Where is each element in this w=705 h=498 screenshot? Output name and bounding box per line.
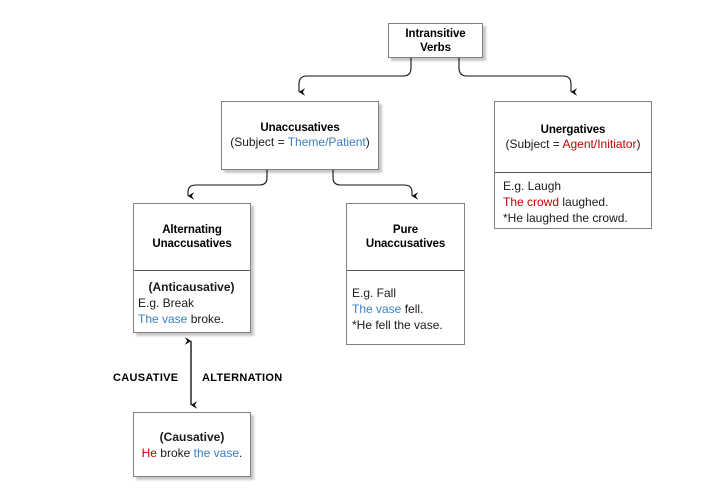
- node-intransitive-verbs-head: Intransitive Verbs: [389, 24, 482, 57]
- node-unergatives-example-2-rest: laughed.: [559, 194, 609, 209]
- node-unaccusatives-subject: (Subject = Theme/Patient): [230, 135, 370, 150]
- node-causative-sentence-subject: He: [141, 445, 157, 460]
- node-unergatives-example-3: *He laughed the crowd.: [503, 210, 628, 225]
- node-alternating-unaccusatives-example-2-arg: The vase: [138, 311, 188, 326]
- node-unergatives-head: Unergatives (Subject = Agent/Initiator): [495, 102, 651, 172]
- node-unergatives-example-2: The crowd laughed.: [503, 194, 608, 210]
- node-pure-unaccusatives-example-2-arg: The vase: [352, 301, 402, 316]
- node-unergatives-example-2-arg: The crowd: [503, 194, 560, 209]
- node-causative-sentence-verb: broke: [156, 445, 194, 460]
- node-unergatives-subject-prefix: (Subject =: [505, 136, 563, 151]
- node-unaccusatives-subject-prefix: (Subject =: [230, 135, 288, 149]
- node-causative[interactable]: (Causative) He broke the vase.: [133, 412, 251, 477]
- node-unaccusatives-subject-suffix: ): [365, 135, 370, 149]
- edge-label-alternation: ALTERNATION: [202, 372, 283, 384]
- node-causative-label: (Causative): [159, 429, 225, 444]
- node-pure-unaccusatives-head: Pure Unaccusatives: [347, 204, 464, 270]
- node-pure-unaccusatives[interactable]: Pure Unaccusatives E.g. Fall The vase fe…: [346, 203, 465, 345]
- node-pure-unaccusatives-examples: E.g. Fall The vase fell. *He fell the va…: [347, 270, 464, 346]
- node-causative-sentence: He broke the vase.: [142, 445, 243, 461]
- node-causative-body: (Causative) He broke the vase.: [134, 413, 250, 476]
- node-intransitive-verbs[interactable]: Intransitive Verbs: [388, 23, 483, 58]
- node-alternating-unaccusatives-title-line-1: Alternating: [162, 224, 222, 236]
- node-unaccusatives-head: Unaccusatives (Subject = Theme/Patient): [222, 102, 378, 169]
- edge-label-causative: CAUSATIVE: [113, 372, 179, 384]
- node-alternating-unaccusatives-title-line-2: Unaccusatives: [152, 238, 232, 250]
- node-unergatives-example-1: E.g. Laugh: [503, 178, 562, 193]
- node-intransitive-verbs-title-line-1: Intransitive: [405, 27, 466, 40]
- node-unergatives-title: Unergatives: [540, 123, 606, 136]
- node-pure-unaccusatives-example-2: The vase fell.: [352, 301, 423, 317]
- node-unergatives-subject-role: Agent/Initiator: [562, 136, 637, 151]
- node-unaccusatives-title: Unaccusatives: [260, 122, 340, 134]
- edge-intransitive-to-unergatives: [458, 57, 578, 96]
- node-causative-sentence-object: the vase: [193, 445, 240, 460]
- node-pure-unaccusatives-example-1: E.g. Fall: [352, 285, 397, 300]
- node-alternating-unaccusatives-example-2-rest: broke.: [187, 311, 225, 326]
- node-alternating-unaccusatives-examples: (Anticausative) E.g. Break The vase brok…: [134, 270, 250, 334]
- node-pure-unaccusatives-title-line-2: Unaccusatives: [365, 238, 446, 250]
- edge-intransitive-to-unaccusatives: [298, 57, 412, 96]
- node-pure-unaccusatives-title-line-1: Pure: [392, 224, 419, 236]
- node-unaccusatives[interactable]: Unaccusatives (Subject = Theme/Patient): [221, 101, 379, 170]
- node-unergatives-subject: (Subject = Agent/Initiator): [505, 137, 640, 152]
- node-unergatives-subject-suffix: ): [636, 136, 641, 151]
- node-pure-unaccusatives-example-2-rest: fell.: [401, 301, 424, 316]
- node-causative-sentence-end: .: [239, 445, 243, 460]
- node-alternating-unaccusatives-example-label: (Anticausative): [148, 279, 235, 294]
- node-unergatives[interactable]: Unergatives (Subject = Agent/Initiator) …: [494, 101, 652, 229]
- node-pure-unaccusatives-example-3: *He fell the vase.: [352, 317, 443, 332]
- node-alternating-unaccusatives-example-1: E.g. Break: [138, 295, 195, 310]
- node-alternating-unaccusatives-head: Alternating Unaccusatives: [134, 204, 250, 270]
- node-unaccusatives-subject-role: Theme/Patient: [287, 135, 366, 149]
- edge-unaccusatives-to-alternating: [187, 170, 268, 200]
- edge-unaccusatives-to-pure: [332, 170, 419, 200]
- node-alternating-unaccusatives-example-2: The vase broke.: [138, 311, 224, 327]
- node-unergatives-examples: E.g. Laugh The crowd laughed. *He laughe…: [495, 172, 651, 230]
- node-alternating-unaccusatives[interactable]: Alternating Unaccusatives (Anticausative…: [133, 203, 251, 333]
- node-intransitive-verbs-title-line-2: Verbs: [420, 41, 451, 54]
